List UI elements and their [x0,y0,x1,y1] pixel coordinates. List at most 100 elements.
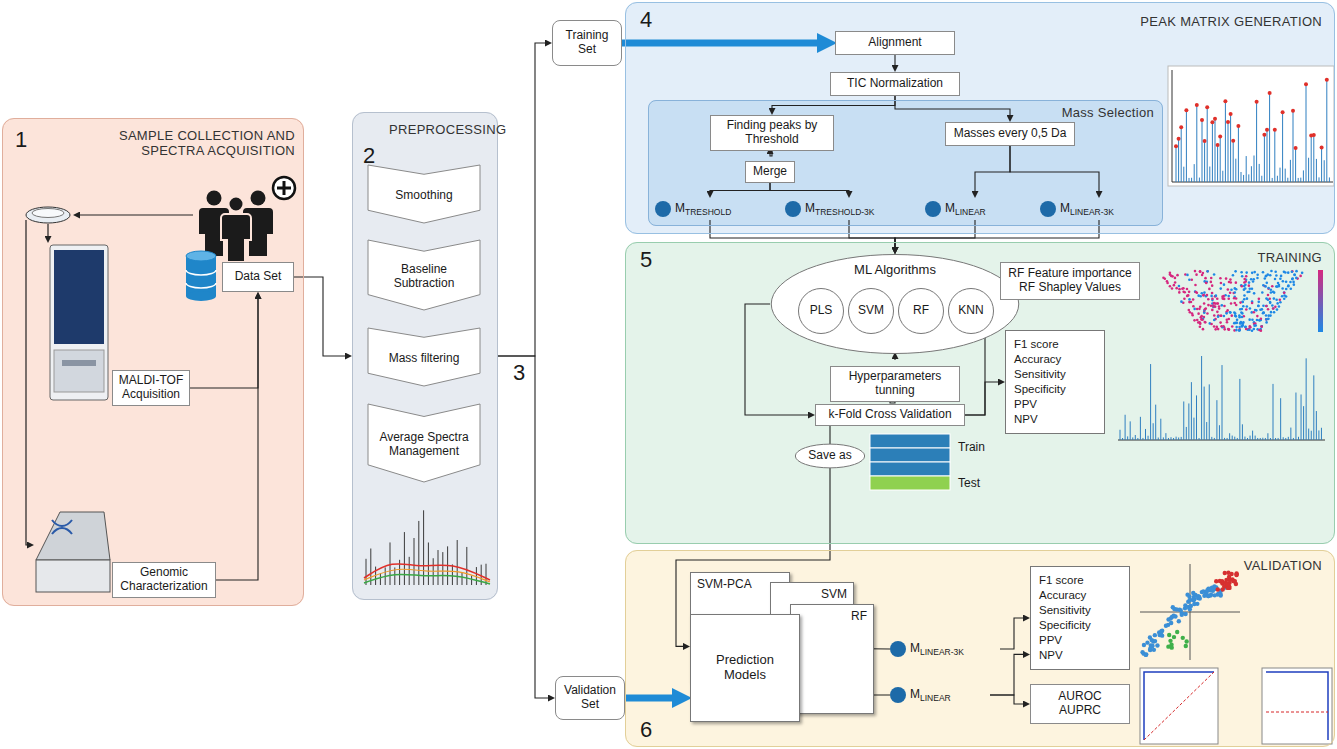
node-label: F1 score [1039,573,1084,588]
illustration-part [1244,325,1247,328]
spectrum-plot [1168,66,1334,186]
illustration-part [1280,168,1281,182]
illustration-part [1242,424,1243,440]
illustration-part [1188,598,1192,602]
illustration-part [466,547,467,585]
illustration-part [1207,298,1210,301]
illustration-part [1237,438,1238,440]
illustration-part [1216,298,1219,301]
node-label: Hyperparameters tunning [834,370,956,398]
illustration-part [1258,319,1261,322]
stage-panel: AlignmentTIC NormalizationFinding peaks … [625,2,1335,234]
illustration-part [1171,614,1175,618]
node-label: TRESHOLD-3K [815,208,875,218]
illustration-part [1246,156,1247,182]
illustration-part [1240,311,1243,314]
illustration-part [1244,280,1247,283]
illustration-part [1262,668,1332,744]
illustration-part [1241,312,1244,315]
illustration-part [1235,329,1238,332]
node-label: Specificity [1014,382,1066,397]
illustration-part [1235,288,1238,291]
illustration-part [1258,298,1261,301]
process-step: Mass filtering [368,328,480,386]
illustration-part [36,560,110,592]
illustration-part [1320,145,1324,149]
illustration-part [1234,322,1237,325]
illustration-part [1216,311,1219,314]
node-label: PPV [1014,397,1037,412]
illustration-part [1271,285,1274,288]
illustration-part [1171,275,1174,278]
illustration-part [1251,318,1254,321]
illustration-part [1262,271,1265,274]
illustration-part [1257,304,1260,307]
illustration-part [1197,312,1200,315]
flow-connector [990,654,1023,695]
illustration-part [1267,298,1270,301]
algorithm-circle: KNN [948,288,994,334]
illustration-part [1283,291,1286,294]
illustration-part [1243,298,1246,301]
illustration-part [1257,438,1258,440]
illustration-part [1247,438,1248,440]
algorithm-group: PLSSVMRFKNNML Algorithms [770,254,1020,354]
illustration-part [1199,270,1202,273]
node-label: Genomic Characterization [116,566,212,594]
illustration-part [1278,284,1281,287]
panel-ground [2,118,304,606]
illustration-part [1279,298,1282,301]
illustration-part [1219,425,1220,440]
illustration-part [1271,304,1274,307]
illustration-part [1256,277,1259,280]
illustration-part [1318,270,1323,332]
flow-connector [772,96,895,108]
illustration-part [1252,431,1253,440]
illustration-part [1192,305,1195,308]
illustration-part [1275,438,1276,440]
illustration-part [1196,395,1197,440]
illustration-part [1168,639,1172,643]
illustration-part [1214,579,1218,583]
illustration-part [423,510,424,585]
illustration-part [1226,571,1230,575]
illustration-part [1177,619,1181,623]
output-box: RF Feature importanceRF Shapley Values [1000,262,1140,300]
illustration-part [1287,178,1288,182]
illustration-part [1120,430,1121,440]
illustration-part [1132,437,1133,440]
illustration-part [1153,423,1154,440]
illustration-part [1164,277,1167,280]
illustration-part [1214,295,1217,298]
illustration-part [1232,436,1233,440]
illustration-part [1221,297,1224,300]
illustration-part [1236,124,1240,128]
node-label: Data Set [235,270,282,284]
illustration-part [1225,312,1228,315]
illustration-part [1311,135,1312,182]
illustration-part [1261,176,1262,182]
illustration-part [1217,302,1220,305]
illustration-part [186,291,216,301]
illustration-part [1283,271,1286,274]
node-label: Smoothing [395,189,452,203]
process-box: TIC Normalization [830,72,960,96]
flow-connector [829,426,830,444]
illustration-part [1169,273,1172,276]
illustration-part [1177,137,1181,141]
illustration-part [1279,278,1282,281]
illustration-part [1265,314,1268,317]
illustration-part [1153,633,1157,637]
illustration-part [1248,329,1251,332]
illustration-part [1239,322,1242,325]
illustration-part [1270,289,1273,292]
illustration-part [1235,326,1238,329]
illustration-part [1291,278,1294,281]
roc-curve [1140,668,1218,744]
illustration-part [1248,328,1251,331]
illustration-part [1173,438,1174,440]
flow-connector [710,183,770,191]
illustration-part [1165,433,1166,440]
illustration-part [1283,298,1286,301]
illustration-part [1285,438,1286,440]
